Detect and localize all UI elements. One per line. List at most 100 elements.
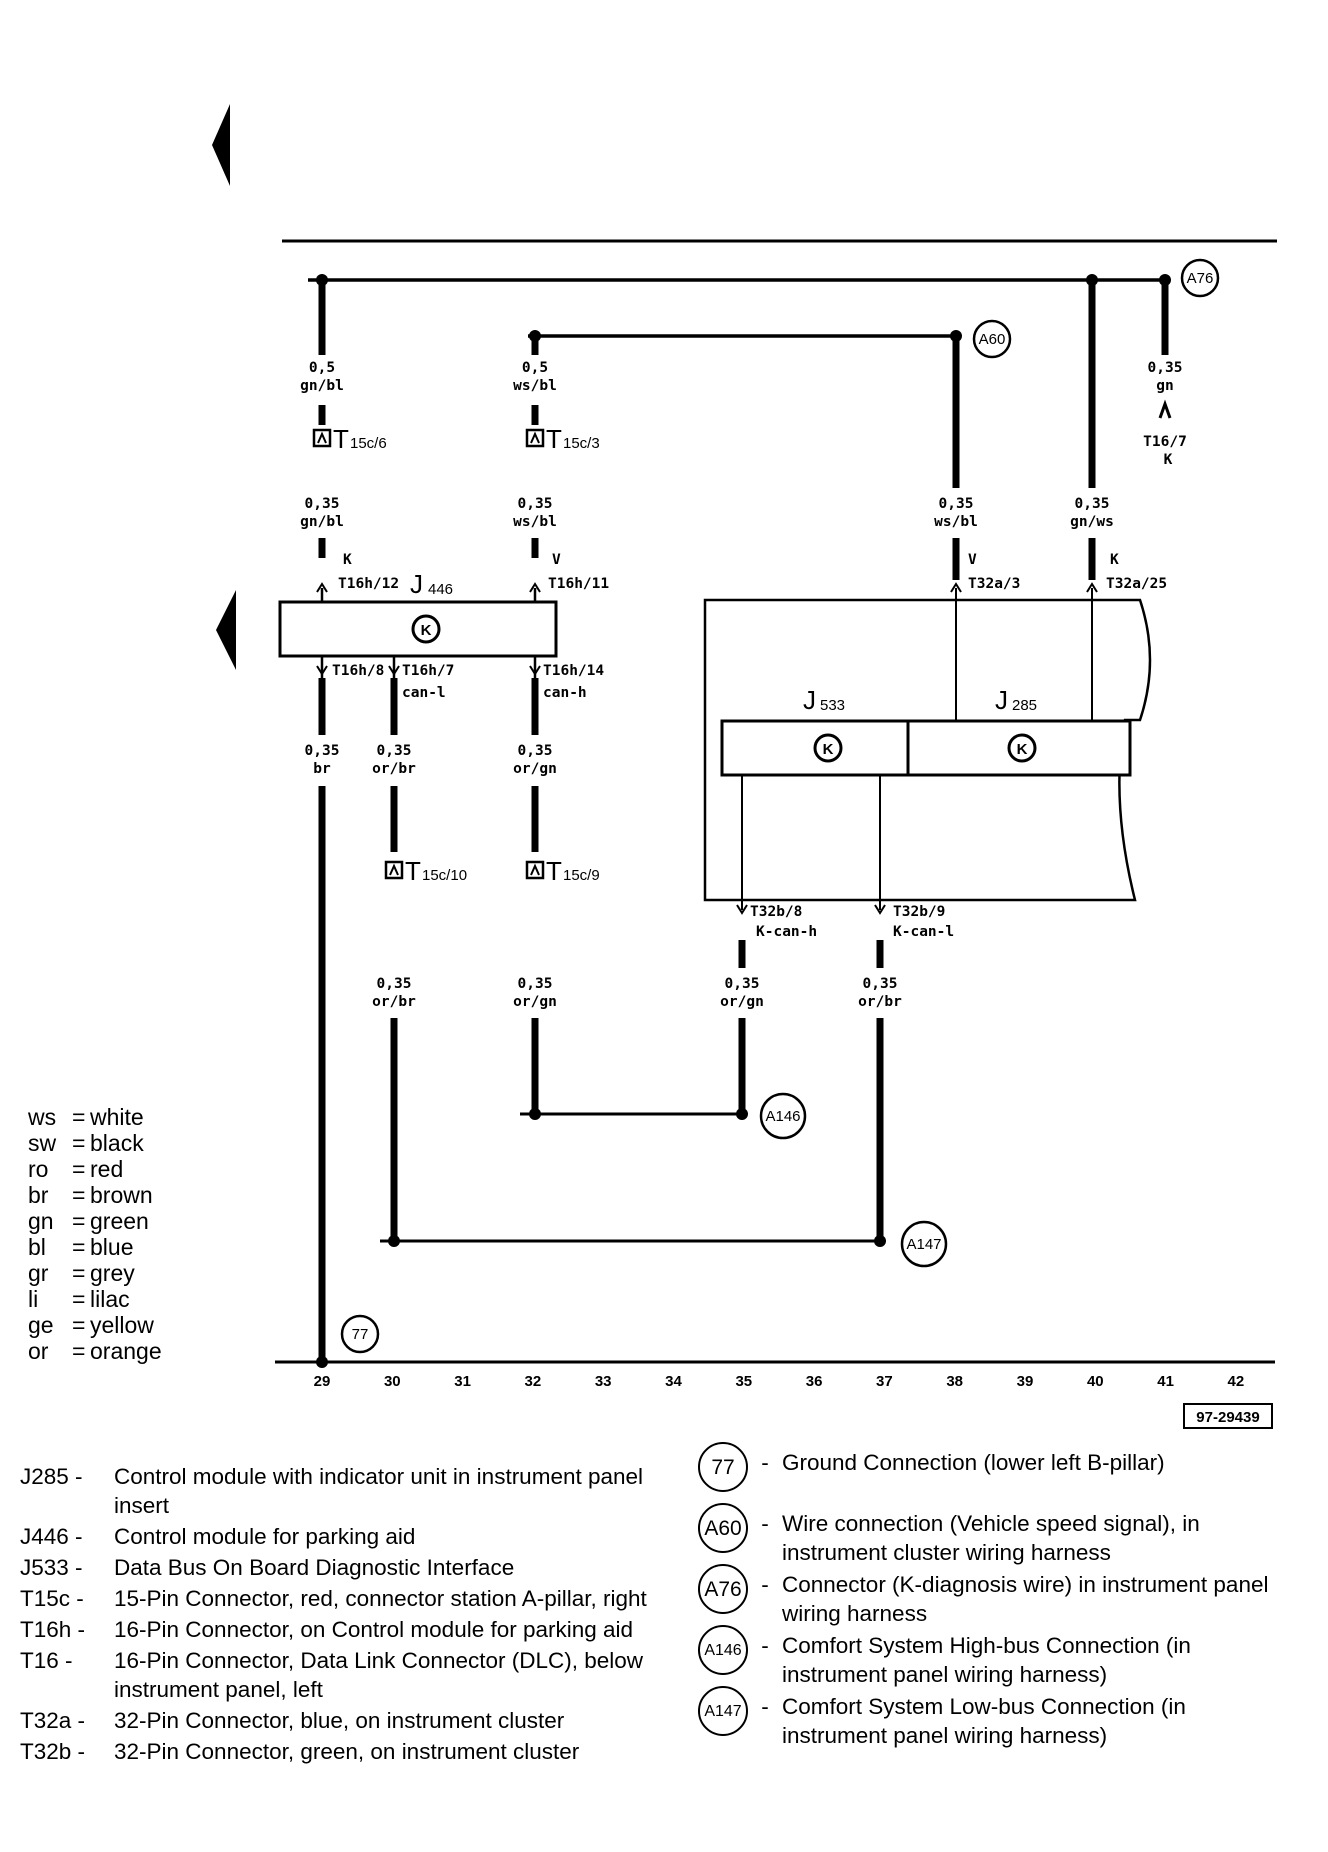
svg-text:0,5: 0,5 — [522, 360, 548, 376]
svg-text:0,35: 0,35 — [939, 496, 974, 512]
legend-row: gr=grey — [28, 1260, 162, 1286]
wire-label-col32-top: 0,5 ws/bl — [513, 360, 557, 394]
junction-dot — [529, 1108, 541, 1120]
wire-label-col29-mid: 0,35 gn/bl — [300, 496, 344, 530]
wire-label-col30-low: 0,35 or/br — [372, 743, 416, 777]
legend-color-name: blue — [90, 1234, 134, 1260]
pin-label-t32a25: K T32a/25 — [1106, 552, 1167, 592]
svg-text:0,35: 0,35 — [518, 496, 553, 512]
legend-equals: = — [72, 1182, 86, 1208]
component-key-row: J533 -Data Bus On Board Diagnostic Inter… — [20, 1553, 660, 1582]
legend-color-name: red — [90, 1156, 124, 1182]
component-description: 32-Pin Connector, green, on instrument c… — [114, 1739, 580, 1764]
component-description: 15-Pin Connector, red, connector station… — [114, 1586, 647, 1611]
svg-text:or/gn: or/gn — [513, 761, 557, 777]
column-number: 40 — [1087, 1373, 1104, 1390]
svg-text:K-can-h: K-can-h — [756, 924, 817, 940]
legend-color-name: orange — [90, 1338, 162, 1364]
svg-text:A147: A147 — [906, 1236, 941, 1253]
component-key-row: J285 -Control module with indicator unit… — [20, 1462, 660, 1520]
wire-label-col37-bottom: 0,35 or/br — [858, 976, 902, 1010]
svg-text:446: 446 — [428, 581, 453, 598]
wire-label-col32-bottom: 0,35 or/gn — [513, 976, 557, 1010]
svg-text:0,35: 0,35 — [518, 743, 553, 759]
connection-description: Comfort System Low-bus Connection (in in… — [782, 1694, 1186, 1748]
marker-a76: A76 — [1180, 258, 1220, 298]
svg-text:A146: A146 — [765, 1108, 800, 1125]
connection-description: Connector (K-diagnosis wire) in instrume… — [782, 1572, 1269, 1626]
component-key-row: T32a - 32-Pin Connector, blue, on instrum… — [20, 1706, 660, 1735]
svg-text:K: K — [343, 552, 352, 568]
legend-equals: = — [72, 1130, 86, 1156]
component-code: J533 - — [20, 1555, 83, 1580]
connection-marker: A146 — [698, 1625, 748, 1675]
svg-text:0,35: 0,35 — [377, 743, 412, 759]
svg-text:or/br: or/br — [372, 761, 416, 777]
legend-row: li=lilac — [28, 1286, 162, 1312]
connection-description: Comfort System High-bus Connection (in i… — [782, 1633, 1191, 1687]
wire-label-col38: 0,35 ws/bl — [934, 496, 978, 530]
pin-label-t16h12: K T16h/12 — [338, 552, 399, 592]
svg-text:0,35: 0,35 — [377, 976, 412, 992]
component-code: T32a - — [20, 1708, 86, 1733]
svg-text:T16h/14: T16h/14 — [543, 663, 604, 679]
wire-label-col40: 0,35 gn/ws — [1070, 496, 1114, 530]
component-key-row: T15c - 15-Pin Connector, red, connector s… — [20, 1584, 660, 1613]
column-number: 38 — [946, 1373, 963, 1390]
connector-letter: T — [546, 856, 562, 886]
pin-label-t32a3: V T32a/3 — [968, 552, 1020, 592]
legend-color-name: yellow — [90, 1312, 154, 1338]
legend-code: ws — [28, 1104, 57, 1130]
connector-number: 15c/3 — [563, 435, 600, 452]
connector-letter: T — [333, 424, 349, 454]
component-description: 32-Pin Connector, blue, on instrument cl… — [114, 1708, 565, 1733]
column-number: 35 — [735, 1373, 752, 1390]
legend-equals: = — [72, 1208, 86, 1234]
module-j446-symbol — [411, 614, 441, 644]
legend-code: br — [28, 1182, 49, 1208]
svg-text:0,5: 0,5 — [309, 360, 335, 376]
connector-t15c9: T 15c/9 — [525, 856, 600, 886]
wire-label-col32-low: 0,35 or/gn — [513, 743, 557, 777]
module-j533-symbol-letter: K — [823, 741, 834, 758]
svg-text:ws/bl: ws/bl — [934, 514, 978, 530]
connection-dash: - — [761, 1572, 769, 1597]
page-back-arrow-mid[interactable] — [216, 590, 236, 670]
pin-label-t32b9: T32b/9 K-can-l — [893, 904, 954, 940]
junction-dot — [388, 1235, 400, 1247]
reference-number: 97-29439 — [1196, 1409, 1259, 1426]
module-j446-label: J 446 — [410, 569, 453, 599]
svg-text:T32a/3: T32a/3 — [968, 576, 1020, 592]
connection-dash: - — [761, 1694, 769, 1719]
component-code: T15c - — [20, 1586, 84, 1611]
pin-label-t32b8: T32b/8 K-can-h — [750, 904, 817, 940]
page-back-arrow-top[interactable] — [212, 104, 230, 186]
connection-dash: - — [761, 1633, 769, 1658]
legend-equals: = — [72, 1104, 86, 1130]
connection-marker: A60 — [698, 1503, 748, 1553]
module-j285-label: J 285 — [995, 685, 1037, 715]
pin-arrows — [316, 582, 1098, 915]
marker-a146: A146 — [759, 1092, 807, 1140]
legend-row: gn=green — [28, 1208, 162, 1234]
connection-description: Ground Connection (lower left B-pillar) — [782, 1450, 1165, 1475]
legend-row: ro=red — [28, 1156, 162, 1182]
svg-text:K-can-l: K-can-l — [893, 924, 954, 940]
marker-a60: A60 — [972, 319, 1012, 359]
svg-text:ws/bl: ws/bl — [513, 378, 557, 394]
legend-row: ws=white — [28, 1104, 162, 1130]
reference-box — [1183, 1403, 1273, 1429]
svg-text:can-h: can-h — [543, 685, 587, 701]
wire-label-col32-mid: 0,35 ws/bl — [513, 496, 557, 530]
svg-text:T16h/7: T16h/7 — [402, 663, 454, 679]
legend-row: bl=blue — [28, 1234, 162, 1260]
connection-key-row: A147-Comfort System Low-bus Connection (… — [698, 1686, 1318, 1753]
connection-key-row: 77-Ground Connection (lower left B-pilla… — [698, 1442, 1318, 1509]
legend-color-name: brown — [90, 1182, 153, 1208]
legend-color-name: black — [90, 1130, 144, 1156]
column-number: 33 — [595, 1373, 612, 1390]
module-j285-symbol-letter: K — [1017, 741, 1028, 758]
wire-label-col29-low: 0,35 br — [305, 743, 340, 777]
column-number: 32 — [525, 1373, 542, 1390]
